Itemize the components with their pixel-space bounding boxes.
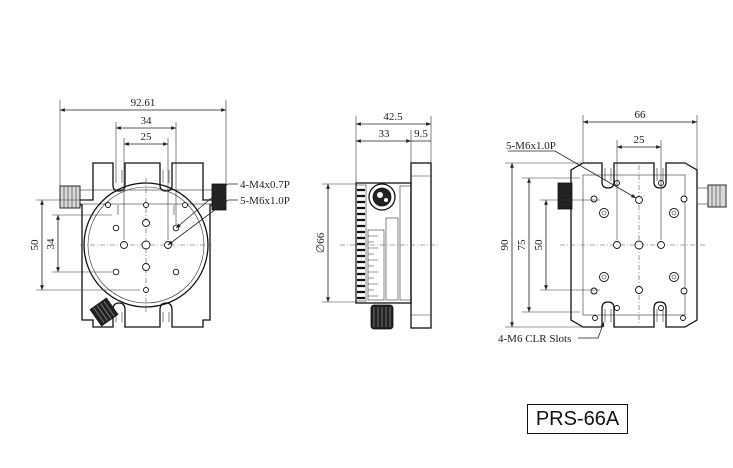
front-dim-overall-width: 92.61 (131, 97, 156, 109)
front-dim-50: 50 (29, 239, 41, 251)
side-scale-ticks (357, 188, 365, 300)
top-base-plate (570, 162, 698, 328)
front-dim-25: 25 (141, 131, 153, 143)
model-label: PRS-66A (527, 404, 628, 434)
side-dim-overall-depth: 42.5 (383, 111, 403, 123)
top-callout-thread: 5-M6x1.0P (506, 140, 556, 152)
side-dim-body-depth: 33 (379, 128, 391, 140)
side-dim-plate-thickness: 9.5 (414, 128, 428, 140)
side-mount-plate (410, 162, 432, 329)
top-dim-overall-width: 66 (635, 109, 647, 121)
top-view: 66 25 90 75 50 5-M6x1.0P 4-M6 CLR Slots (498, 109, 727, 345)
front-dim-34: 34 (141, 115, 153, 127)
top-callout-slots: 4-M6 CLR Slots (498, 333, 571, 345)
front-callout-thread-a: 4-M4x0.7P (240, 179, 290, 191)
side-view: 42.5 33 9.5 ∅66 (315, 111, 440, 330)
front-dim-34-vertical: 34 (45, 238, 57, 250)
front-right-knob (211, 183, 227, 211)
side-top-knob (368, 183, 396, 211)
front-lock-knob (89, 297, 119, 327)
side-dim-diameter: ∅66 (315, 232, 327, 253)
top-left-knob (557, 182, 573, 210)
front-hole (141, 240, 151, 250)
front-left-knob (59, 185, 81, 209)
top-dim-75: 75 (516, 239, 528, 251)
top-right-knob (707, 184, 727, 208)
top-hole (634, 240, 644, 250)
top-dim-overall-height: 90 (499, 239, 511, 251)
top-dim-50: 50 (533, 239, 545, 251)
model-number: PRS-66A (535, 407, 620, 430)
top-dim-25: 25 (634, 134, 646, 146)
front-callout-thread-b: 5-M6x1.0P (240, 195, 290, 207)
front-view: 92.61 34 25 50 34 4-M4x0.7P 5-M6x1.0P (29, 97, 290, 328)
